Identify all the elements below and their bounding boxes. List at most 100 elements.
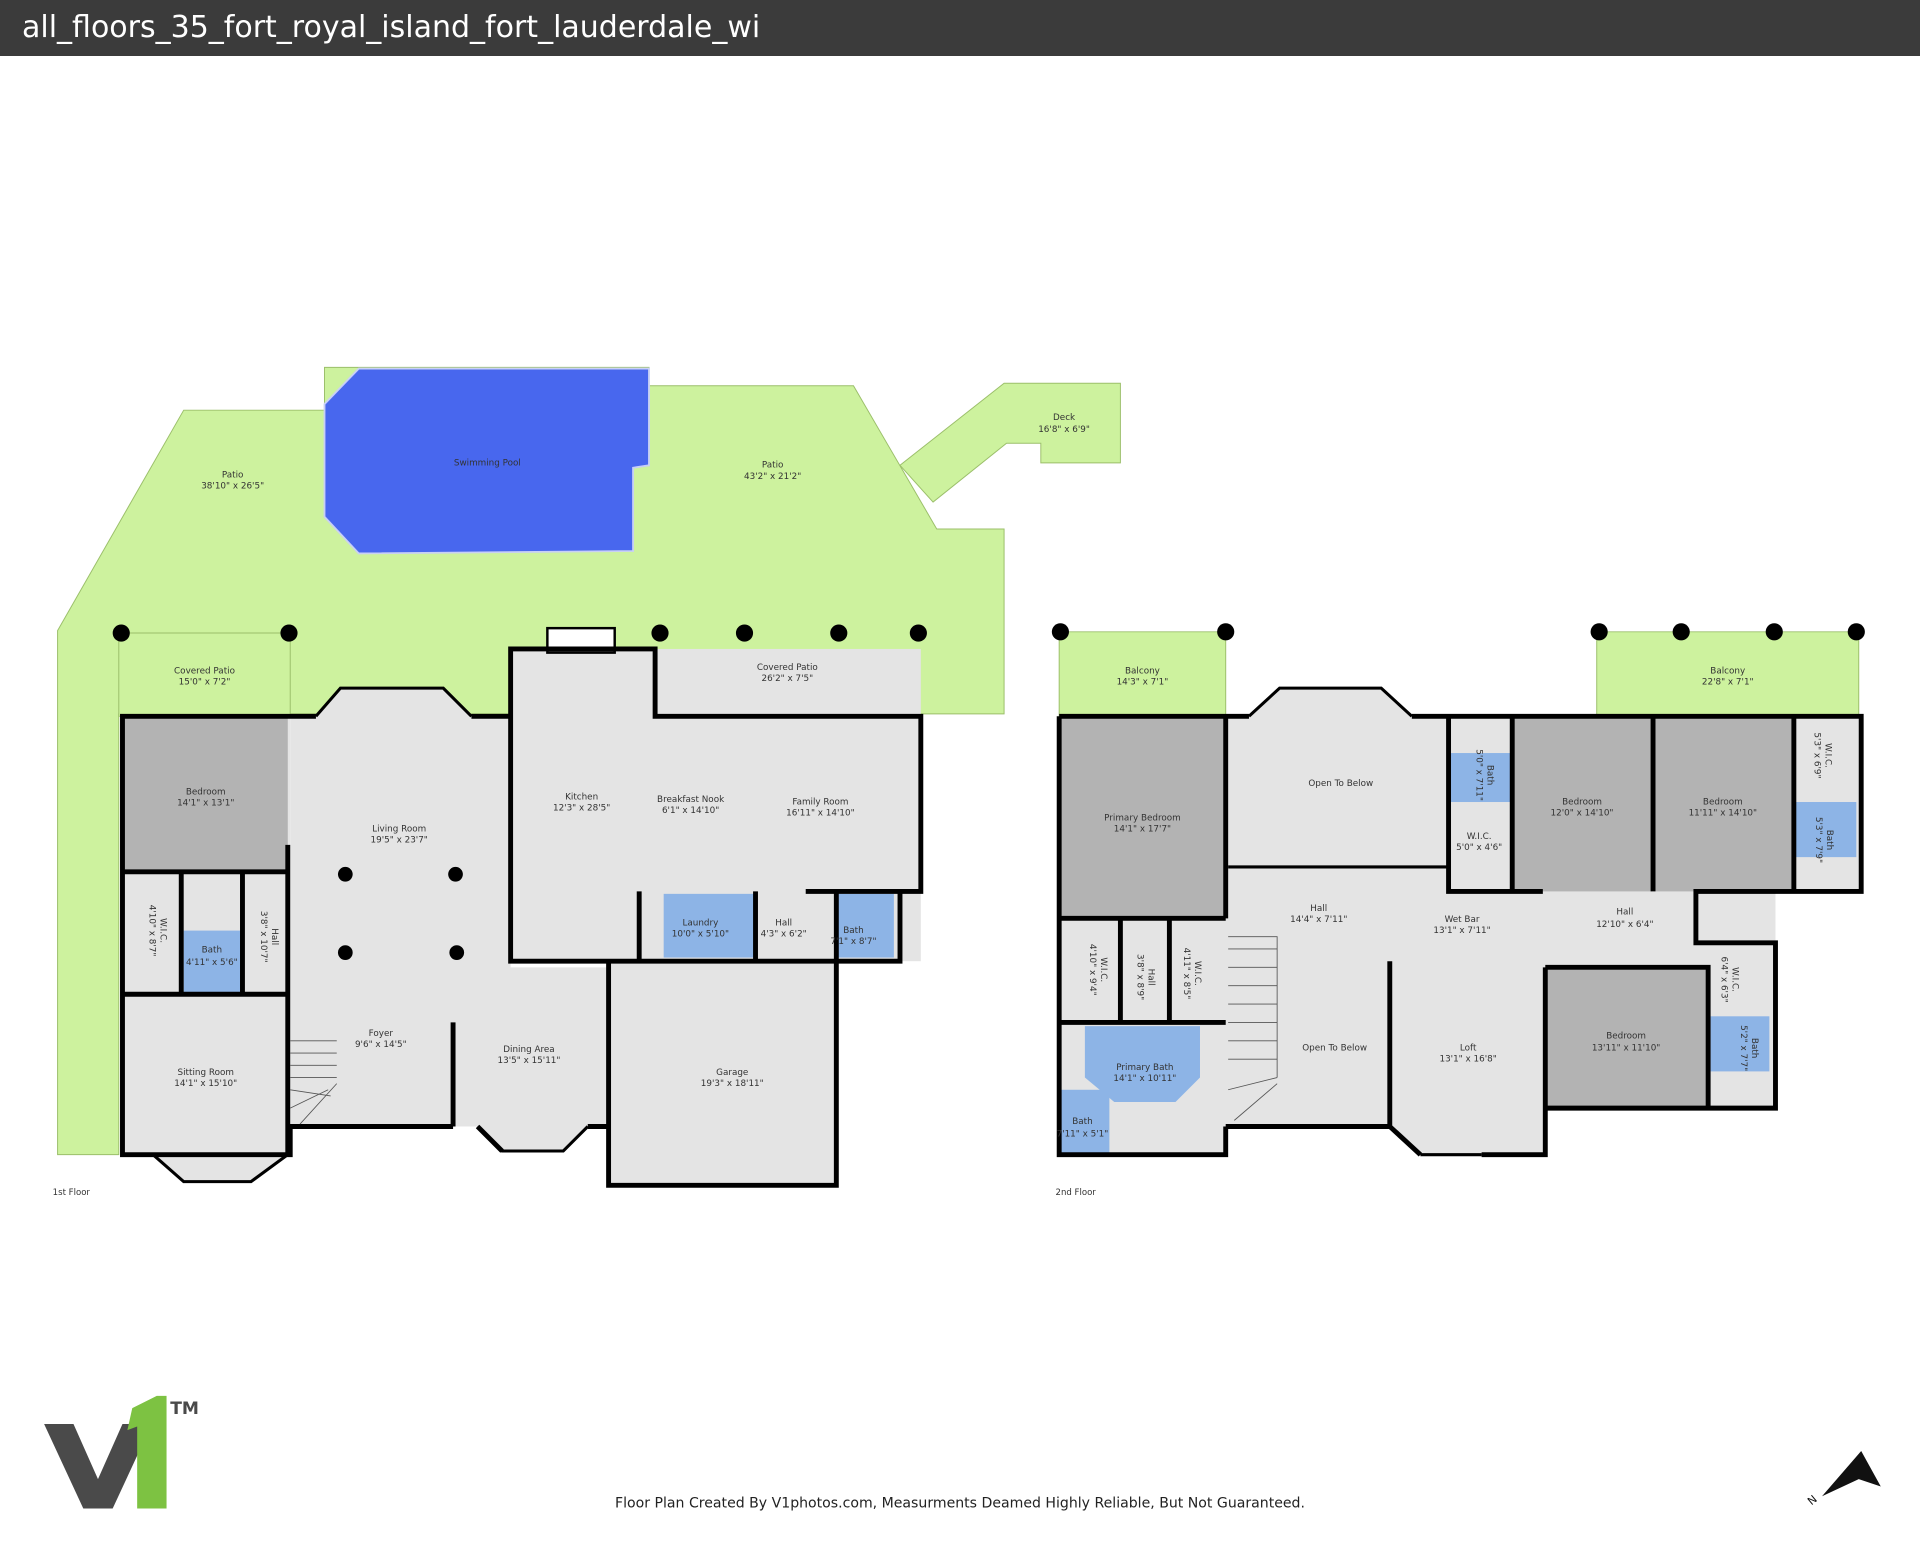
svg-text:3'8" x 8'9": 3'8" x 8'9"	[1135, 954, 1145, 1000]
svg-text:Open To Below: Open To Below	[1302, 1044, 1367, 1054]
svg-text:Kitchen: Kitchen	[565, 793, 598, 803]
svg-text:4'10" x 8'7": 4'10" x 8'7"	[146, 905, 156, 957]
floor2-label: 2nd Floor	[1056, 1188, 1097, 1198]
staircase-2	[1228, 936, 1278, 1121]
columns	[112, 624, 927, 960]
room-label: W.I.C.6'4" x 6'3"	[1719, 957, 1740, 1003]
svg-text:19'3" x 18'11": 19'3" x 18'11"	[701, 1079, 764, 1089]
svg-text:Hall: Hall	[1146, 969, 1156, 986]
room-label: W.I.C.5'3" x 6'9"	[1812, 732, 1833, 778]
room-label: W.I.C.5'0" x 4'6"	[1456, 832, 1502, 853]
svg-text:W.I.C.: W.I.C.	[157, 918, 167, 943]
svg-text:9'6" x 14'5": 9'6" x 14'5"	[355, 1040, 407, 1050]
svg-text:Hall: Hall	[775, 919, 792, 929]
svg-text:16'11" x 14'10": 16'11" x 14'10"	[786, 808, 855, 818]
svg-text:Laundry: Laundry	[682, 919, 718, 929]
room-label: Open To Below	[1302, 1044, 1367, 1054]
svg-text:5'3" x 6'9": 5'3" x 6'9"	[1812, 732, 1822, 778]
svg-text:14'4" x 7'11": 14'4" x 7'11"	[1290, 915, 1347, 925]
svg-text:W.I.C.: W.I.C.	[1823, 743, 1833, 768]
svg-text:4'3" x 6'2": 4'3" x 6'2"	[761, 930, 807, 940]
svg-text:12'10" x 6'4": 12'10" x 6'4"	[1596, 920, 1653, 930]
window-title-bar: all_floors_35_fort_royal_island_fort_lau…	[0, 0, 1920, 56]
room-label: W.I.C.4'10" x 8'7"	[146, 905, 167, 957]
svg-text:13'5" x 15'11": 13'5" x 15'11"	[498, 1056, 561, 1066]
svg-text:5'0" x 7'11": 5'0" x 7'11"	[1474, 749, 1484, 801]
compass-label: N	[1805, 1493, 1820, 1508]
svg-text:6'4" x 6'3": 6'4" x 6'3"	[1719, 957, 1729, 1003]
bedroom-fill	[122, 716, 288, 872]
svg-text:5'3" x 7'9": 5'3" x 7'9"	[1813, 817, 1823, 863]
svg-text:Bath: Bath	[202, 946, 222, 956]
svg-text:38'10" x 26'5": 38'10" x 26'5"	[201, 482, 264, 492]
swimming-pool	[323, 367, 650, 555]
first-floor-plan	[112, 624, 927, 1188]
svg-text:Covered Patio: Covered Patio	[757, 663, 818, 673]
svg-text:Deck: Deck	[1053, 413, 1076, 423]
svg-text:14'1" x 10'11": 14'1" x 10'11"	[1113, 1074, 1176, 1084]
svg-text:7'11" x 5'1": 7'11" x 5'1"	[1057, 1129, 1109, 1139]
room-label: W.I.C.4'10" x 9'4"	[1087, 944, 1108, 996]
svg-text:12'0" x 14'10": 12'0" x 14'10"	[1551, 808, 1614, 818]
svg-text:W.I.C.: W.I.C.	[1467, 832, 1492, 842]
svg-text:14'1" x 17'7": 14'1" x 17'7"	[1114, 824, 1171, 834]
svg-text:4'11" x 8'5": 4'11" x 8'5"	[1181, 948, 1191, 1000]
second-floor-plan	[1051, 623, 1865, 1158]
room-label: Bath 4'11" x 5'6"	[186, 946, 238, 968]
svg-text:4'11" x 5'6": 4'11" x 5'6"	[186, 958, 238, 968]
svg-text:Primary Bedroom: Primary Bedroom	[1104, 813, 1181, 823]
svg-text:13'1" x 16'8": 13'1" x 16'8"	[1439, 1055, 1496, 1065]
svg-text:19'5" x 23'7": 19'5" x 23'7"	[371, 835, 428, 845]
svg-text:Bath: Bath	[1749, 1038, 1759, 1058]
svg-text:10'0" x 5'10": 10'0" x 5'10"	[672, 930, 729, 940]
svg-text:Garage: Garage	[716, 1068, 748, 1078]
svg-text:3'8" x 10'7": 3'8" x 10'7"	[258, 911, 268, 963]
svg-text:7'1" x 8'7": 7'1" x 8'7"	[830, 937, 876, 947]
room-label: Open To Below	[1308, 779, 1373, 789]
svg-text:12'3" x 28'5": 12'3" x 28'5"	[553, 804, 610, 814]
floor1-label: 1st Floor	[53, 1188, 91, 1198]
outdoor-areas	[57, 366, 1860, 1156]
svg-text:15'0" x 7'2": 15'0" x 7'2"	[179, 677, 231, 687]
staircase	[290, 1040, 338, 1125]
svg-text:Hall: Hall	[269, 928, 279, 945]
svg-text:Balcony: Balcony	[1125, 666, 1160, 676]
svg-text:Bedroom: Bedroom	[186, 788, 226, 798]
logo-trademark: TM	[170, 1399, 199, 1419]
svg-text:Bath: Bath	[1072, 1117, 1092, 1127]
svg-text:Swimming Pool: Swimming Pool	[454, 458, 521, 468]
svg-text:43'2" x 21'2": 43'2" x 21'2"	[744, 472, 801, 482]
svg-text:Wet Bar: Wet Bar	[1445, 915, 1480, 925]
svg-text:Bath: Bath	[843, 926, 863, 936]
svg-text:Bath: Bath	[1824, 830, 1834, 850]
svg-text:Bedroom: Bedroom	[1606, 1031, 1646, 1041]
svg-text:W.I.C.: W.I.C.	[1098, 957, 1108, 982]
svg-text:11'11" x 14'10": 11'11" x 14'10"	[1689, 808, 1758, 818]
svg-text:22'8" x 7'1": 22'8" x 7'1"	[1702, 677, 1754, 687]
svg-text:14'1" x 15'10": 14'1" x 15'10"	[174, 1079, 237, 1089]
svg-text:26'2" x 7'5": 26'2" x 7'5"	[761, 674, 813, 684]
footer-credit: Floor Plan Created By V1photos.com, Meas…	[615, 1495, 1305, 1511]
window-title: all_floors_35_fort_royal_island_fort_lau…	[22, 10, 761, 45]
svg-text:Sitting Room: Sitting Room	[178, 1068, 234, 1078]
